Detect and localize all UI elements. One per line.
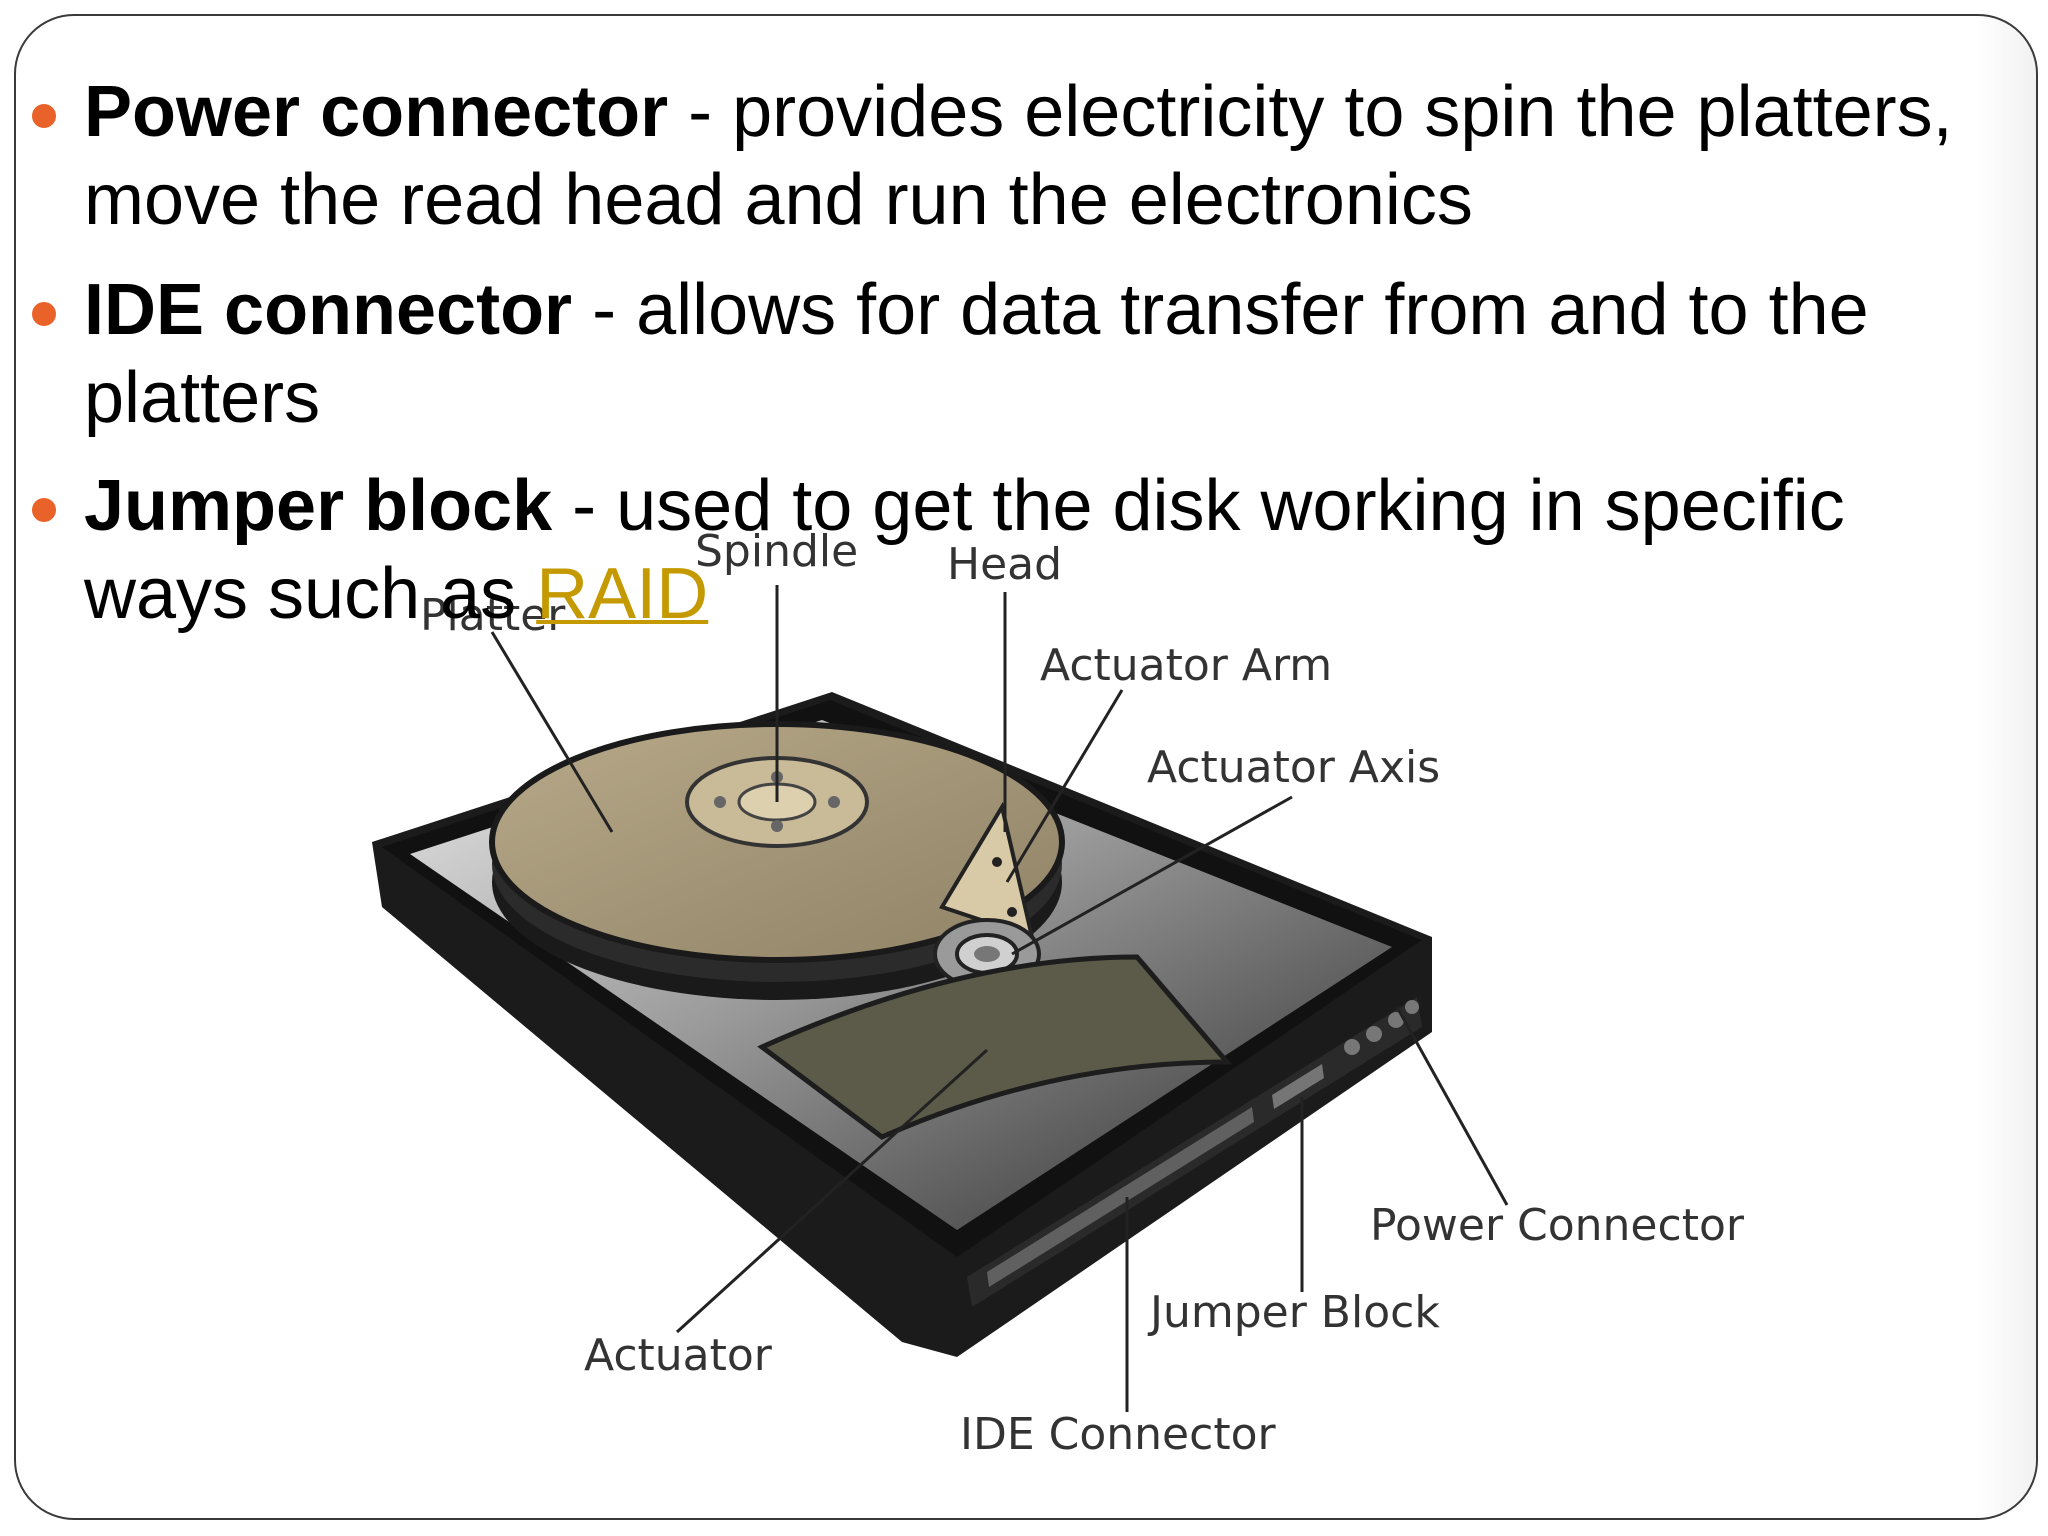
bullet-text: Jumper block - used to get the disk work… [84,462,2014,638]
label-power-connector: Power Connector [1370,1200,1745,1251]
bullet-text: IDE connector - allows for data transfer… [84,266,2014,442]
actuator-magnet [757,954,1233,1140]
label-ide-connector: IDE Connector [960,1409,1276,1460]
label-head: Head [947,539,1062,590]
bullet-description: - allows for data transfer from and to t… [84,270,1869,438]
raid-link[interactable]: RAID [536,554,709,634]
label-spindle: Spindle [695,526,858,577]
bullet-term: Power connector [84,72,669,152]
bullet-dot-icon [32,104,56,128]
bullet-dot-icon [32,498,56,522]
bullet-term: Jumper block [84,466,553,546]
bullet-description: - used to get the disk working in specif… [84,466,1845,634]
slide-shade [1976,16,2036,1518]
bullet-dot-icon [32,302,56,326]
leader-lines [490,585,1509,1412]
label-jumper-block: Jumper Block [1147,1287,1440,1338]
label-actuator-axis: Actuator Axis [1147,742,1440,793]
bullet-text: Power connector - provides electricity t… [84,68,2014,244]
hard-drive-diagram: Spindle Head Platter Actuator Arm Actuat… [372,526,1745,1460]
slide: Spindle Head Platter Actuator Arm Actuat… [14,14,2038,1520]
label-actuator: Actuator [584,1330,773,1381]
connector-strip [967,997,1422,1307]
bullet-term: IDE connector [84,270,573,350]
label-platter: Platter [420,590,566,641]
bullet-description: - provides electricity to spin the platt… [84,72,1953,240]
label-actuator-arm: Actuator Arm [1040,640,1332,691]
